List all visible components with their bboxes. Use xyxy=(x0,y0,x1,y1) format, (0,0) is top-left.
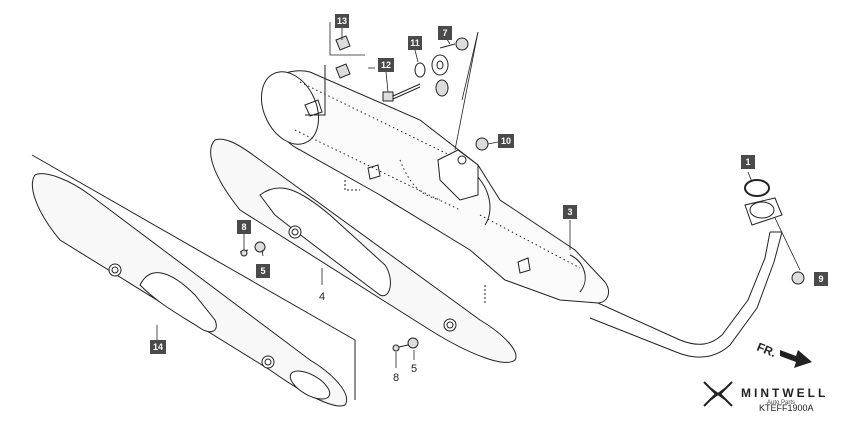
svg-text:FR.: FR. xyxy=(755,340,778,360)
fasteners xyxy=(239,35,805,352)
svg-text:7: 7 xyxy=(442,28,447,38)
heat-shield-outer xyxy=(31,154,356,407)
callout-3[interactable]: 3 xyxy=(563,205,577,219)
front-direction-indicator: FR. xyxy=(755,340,812,368)
heat-shield-inner xyxy=(210,138,517,363)
svg-text:3: 3 xyxy=(567,207,572,217)
callout-1[interactable]: 1 xyxy=(741,155,755,169)
callout-8[interactable]: 8 xyxy=(237,220,251,234)
svg-text:14: 14 xyxy=(153,342,163,352)
diagram-code: KTEFF1900A xyxy=(759,403,814,413)
svg-text:1: 1 xyxy=(745,157,750,167)
callout-9[interactable]: 9 xyxy=(814,272,828,286)
svg-text:9: 9 xyxy=(818,274,823,284)
mintwell-logo-icon xyxy=(703,381,733,407)
callout-7[interactable]: 7 xyxy=(438,26,452,40)
label-8: 8 xyxy=(393,372,399,384)
callout-11[interactable]: 11 xyxy=(408,36,422,50)
svg-text:10: 10 xyxy=(501,136,511,146)
svg-text:Auto Parts: Auto Parts xyxy=(767,400,795,406)
muffler-body xyxy=(260,65,783,358)
brand-logo: MINTWELL Auto Parts xyxy=(703,381,828,407)
svg-text:12: 12 xyxy=(381,60,391,70)
label-4: 4 xyxy=(319,291,325,303)
callout-12[interactable]: 12 xyxy=(378,58,394,72)
callout-14[interactable]: 14 xyxy=(150,340,166,354)
callout-5[interactable]: 5 xyxy=(256,264,270,278)
callout-10[interactable]: 10 xyxy=(498,134,514,148)
svg-text:MINTWELL: MINTWELL xyxy=(741,386,828,400)
arrow-right-icon xyxy=(780,350,812,368)
callout-13[interactable]: 13 xyxy=(335,14,349,28)
svg-text:13: 13 xyxy=(337,16,347,26)
svg-text:5: 5 xyxy=(260,266,265,276)
label-5: 5 xyxy=(411,363,417,375)
svg-text:11: 11 xyxy=(410,38,420,48)
leader-lines xyxy=(156,22,801,368)
svg-text:8: 8 xyxy=(241,222,246,232)
